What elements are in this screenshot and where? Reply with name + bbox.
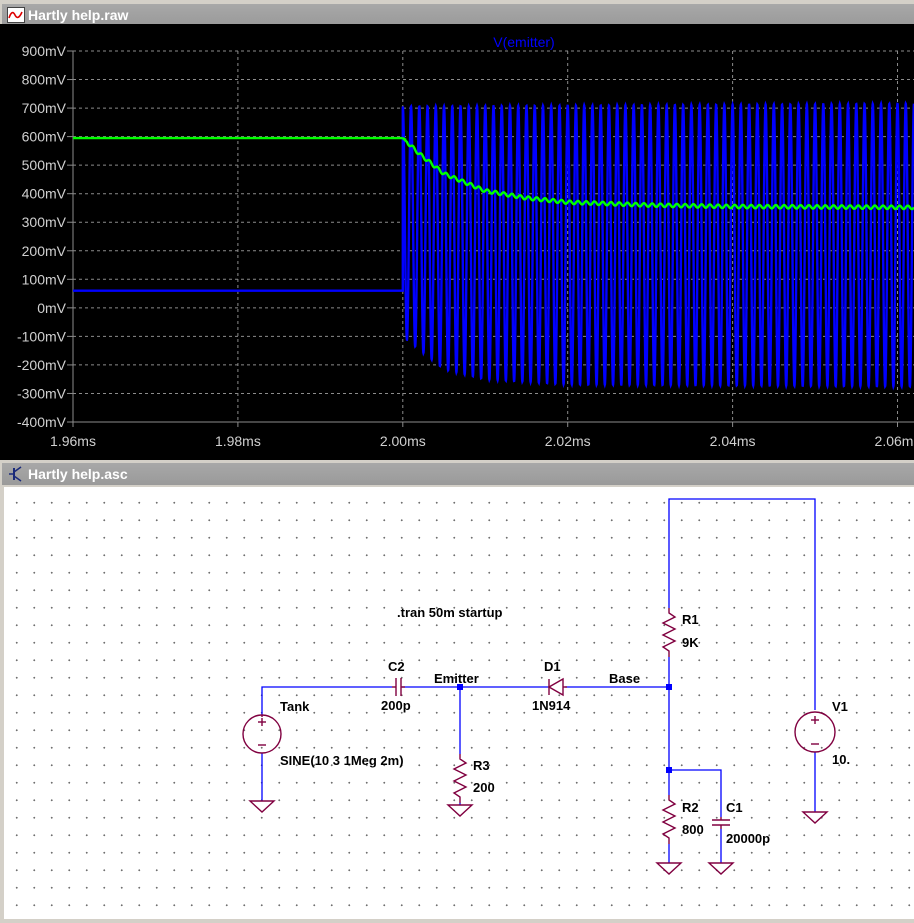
y-tick-label: -200mV bbox=[17, 357, 67, 373]
wire-supply[interactable] bbox=[668, 498, 816, 710]
net-label-emitter[interactable]: Emitter bbox=[434, 671, 479, 686]
x-tick-label: 1.96ms bbox=[50, 433, 96, 449]
schematic-window-title: Hartly help.asc bbox=[28, 466, 128, 482]
r2-name[interactable]: R2 bbox=[682, 800, 699, 815]
c1-name[interactable]: C1 bbox=[726, 800, 743, 815]
c2-value[interactable]: 200p bbox=[381, 698, 411, 713]
x-tick-label: 2.04ms bbox=[710, 433, 756, 449]
r3-name[interactable]: R3 bbox=[473, 758, 490, 773]
wire-tank[interactable] bbox=[261, 686, 392, 715]
vtank-value[interactable]: SINE(10 3 1Meg 2m) bbox=[280, 753, 404, 768]
junction-r2-c1[interactable] bbox=[666, 767, 672, 773]
r2-value[interactable]: 800 bbox=[682, 822, 704, 837]
resistor-r2[interactable] bbox=[661, 795, 677, 844]
y-tick-label: 100mV bbox=[22, 271, 67, 287]
trace-green[interactable] bbox=[73, 136, 914, 211]
schematic-window-titlebar[interactable]: Hartly help.asc bbox=[2, 463, 914, 485]
d1-name[interactable]: D1 bbox=[544, 659, 561, 674]
y-tick-label: 300mV bbox=[22, 214, 67, 230]
ground-r3[interactable] bbox=[446, 804, 474, 817]
trace-label-v-emitter[interactable]: V(emitter) bbox=[493, 34, 554, 50]
y-tick-label: 200mV bbox=[22, 243, 67, 259]
y-tick-label: 900mV bbox=[22, 43, 67, 59]
v1-value[interactable]: 10. bbox=[832, 752, 850, 767]
x-tick-label: 1.98ms bbox=[215, 433, 261, 449]
capacitor-c2[interactable] bbox=[392, 678, 405, 696]
y-tick-label: -300mV bbox=[17, 385, 67, 401]
r3-value[interactable]: 200 bbox=[473, 780, 495, 795]
ground-c1[interactable] bbox=[707, 862, 735, 875]
c1-value[interactable]: 20000p bbox=[726, 831, 770, 846]
wire-c1[interactable] bbox=[669, 769, 722, 817]
schematic-drawing[interactable]: .tran 50m startup Tank Emitter Base C2 2… bbox=[4, 487, 914, 919]
x-tick-label: 2.00ms bbox=[380, 433, 426, 449]
wires[interactable] bbox=[261, 498, 816, 863]
y-tick-label: 600mV bbox=[22, 129, 67, 145]
r1-name[interactable]: R1 bbox=[682, 612, 699, 627]
y-tick-label: -100mV bbox=[17, 328, 67, 344]
schematic-canvas[interactable]: .tran 50m startup Tank Emitter Base C2 2… bbox=[4, 487, 914, 919]
transistor-icon bbox=[9, 466, 22, 482]
ground-vtank[interactable] bbox=[248, 800, 276, 813]
trace-v-emitter[interactable] bbox=[73, 99, 914, 391]
d1-value[interactable]: 1N914 bbox=[532, 698, 571, 713]
waveform-window: Hartly help.raw V(emitter) 1.96ms 1.98ms 2… bbox=[0, 0, 914, 460]
net-label-base[interactable]: Base bbox=[609, 671, 640, 686]
capacitor-c1[interactable] bbox=[712, 817, 730, 829]
y-tick-label: 700mV bbox=[22, 100, 67, 116]
x-tick-label: 2.06ms bbox=[875, 433, 914, 449]
resistor-r1[interactable] bbox=[661, 608, 677, 657]
waveform-plot-area[interactable]: V(emitter) 1.96ms 1.98ms 2.00ms 2.02ms 2.04m… bbox=[0, 24, 914, 460]
voltage-source-tank[interactable] bbox=[242, 714, 282, 754]
y-tick-label: 800mV bbox=[22, 72, 67, 88]
c2-name[interactable]: C2 bbox=[388, 659, 405, 674]
r1-value[interactable]: 9K bbox=[682, 635, 699, 650]
v1-name[interactable]: V1 bbox=[832, 699, 848, 714]
net-label-tank[interactable]: Tank bbox=[280, 699, 310, 714]
diode-d1[interactable] bbox=[547, 677, 567, 697]
waveform-chart[interactable]: V(emitter) 1.96ms 1.98ms 2.00ms 2.02ms 2.04m… bbox=[0, 24, 914, 460]
y-tick-label: -400mV bbox=[17, 414, 67, 430]
ground-r2[interactable] bbox=[655, 862, 683, 875]
waveform-window-title: Hartly help.raw bbox=[28, 7, 129, 23]
y-tick-label: 500mV bbox=[22, 157, 67, 173]
y-tick-label: 400mV bbox=[22, 186, 67, 202]
ground-v1[interactable] bbox=[801, 811, 829, 824]
tran-directive[interactable]: .tran 50m startup bbox=[397, 605, 503, 620]
junction-base[interactable] bbox=[666, 684, 672, 690]
junction-emitter[interactable] bbox=[457, 684, 463, 690]
waveform-icon bbox=[7, 7, 25, 23]
y-tick-label: 0mV bbox=[37, 300, 66, 316]
x-tick-label: 2.02ms bbox=[545, 433, 591, 449]
voltage-source-v1[interactable] bbox=[794, 711, 836, 753]
resistor-r3[interactable] bbox=[452, 754, 468, 803]
waveform-window-titlebar[interactable]: Hartly help.raw bbox=[2, 4, 914, 26]
